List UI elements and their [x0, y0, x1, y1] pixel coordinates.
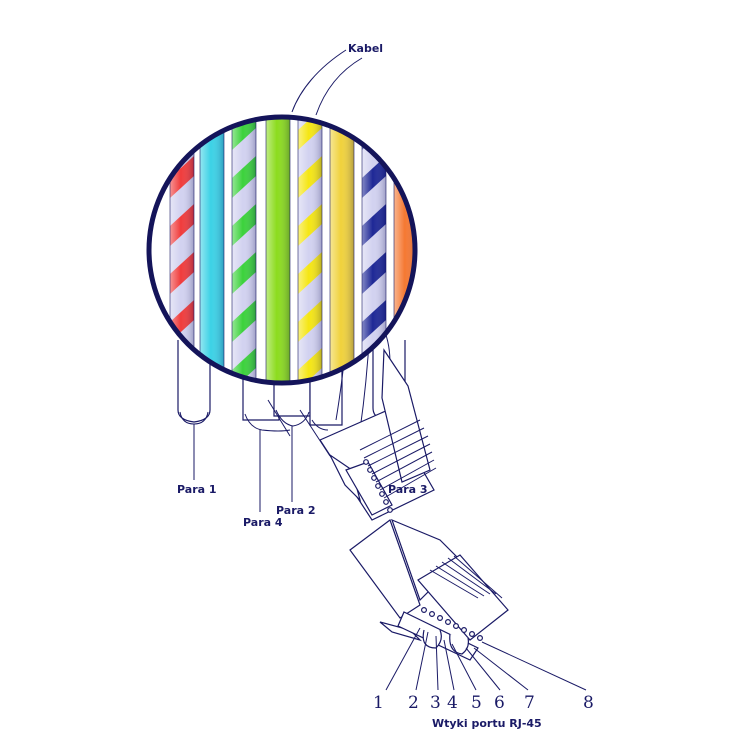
connector-label: Wtyki portu RJ-45 — [432, 717, 542, 730]
pin-number: 4 — [447, 693, 458, 713]
upper-rj45-plug — [319, 348, 437, 521]
lower-plug-contacts — [429, 555, 503, 599]
wire-yellow-solid — [329, 117, 355, 383]
cable-outline — [291, 49, 363, 116]
pin-number: 1 — [373, 693, 384, 713]
wire-cyan-solid — [199, 117, 225, 383]
magnified-cable-lens — [146, 114, 418, 386]
pin-leader-lines — [385, 627, 587, 691]
cable-label: Kabel — [348, 42, 383, 55]
pair-2-label: Para 2 — [276, 504, 316, 517]
wire-green-solid — [265, 117, 291, 383]
pair-1-label: Para 1 — [177, 483, 217, 496]
wire-green-stripe — [231, 117, 257, 383]
pin-number: 3 — [430, 693, 441, 713]
pair-4-label: Para 4 — [243, 516, 283, 529]
lower-rj45-plug — [349, 518, 509, 661]
upper-plug-pin-circles — [363, 459, 393, 513]
lower-plug-pin-circles — [421, 606, 484, 641]
pair-3-label: Para 3 — [388, 483, 428, 496]
pin-numbers: 1 2 3 4 5 6 7 8 — [373, 693, 594, 713]
pair-leader-lines — [179, 409, 329, 512]
pin-number: 5 — [471, 693, 482, 713]
upper-plug-contacts — [359, 419, 437, 499]
pin-number: 2 — [408, 693, 419, 713]
pin-number: 6 — [494, 693, 505, 713]
pin-number: 8 — [583, 693, 594, 713]
pin-number: 7 — [524, 693, 535, 713]
